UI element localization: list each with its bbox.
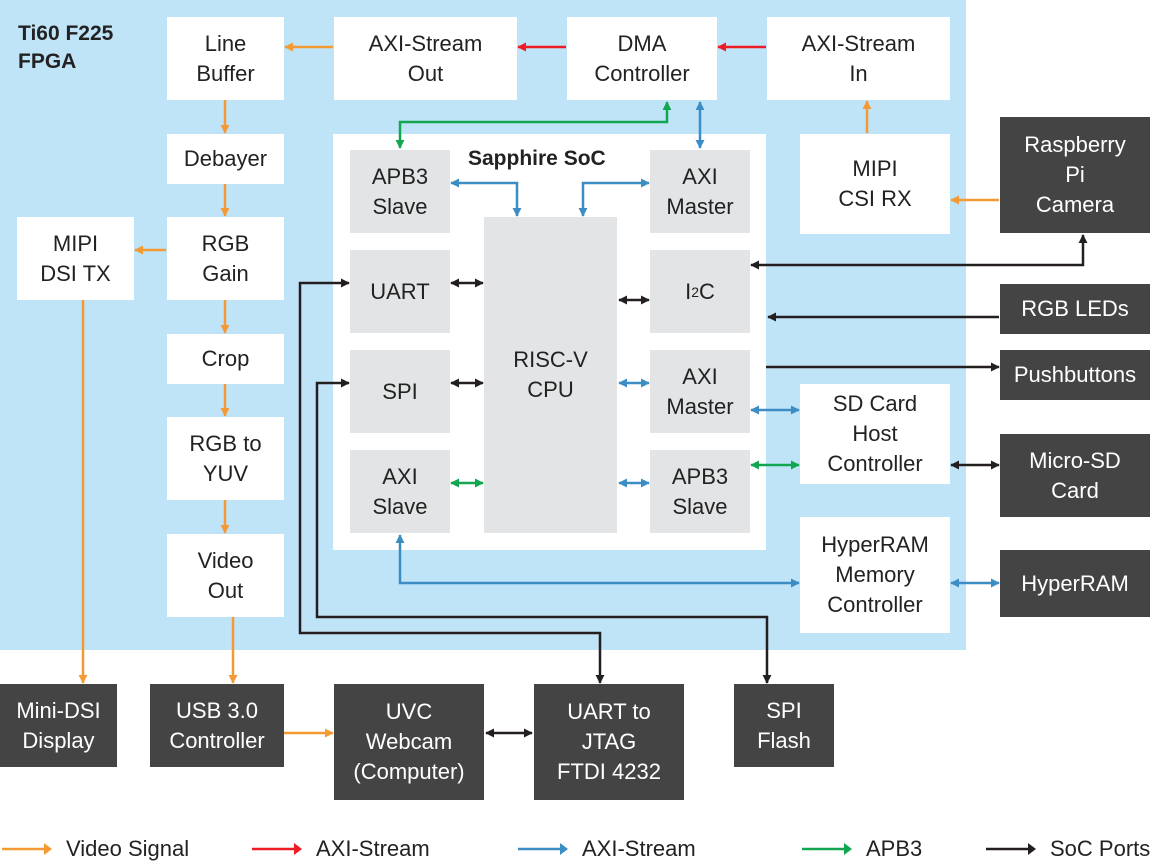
soc-title: Sapphire SoC <box>468 147 606 170</box>
video-out-block: Video Out <box>167 534 284 617</box>
mini-dsi-display-block: Mini-DSI Display <box>0 684 117 767</box>
axi-stream-out-block: AXI-Stream Out <box>334 17 517 100</box>
arrow-axi-slave-hyperram-controller <box>395 534 800 588</box>
uvc-webcam-block: UVC Webcam (Computer) <box>334 684 484 800</box>
crop-block: Crop <box>167 334 284 384</box>
mipi-csi-rx-block: MIPI CSI RX <box>800 134 950 234</box>
arrow-dma-apb3-slave <box>395 101 672 149</box>
hyperram-block: HyperRAM <box>1000 550 1150 617</box>
axi-master-top-block: AXI Master <box>650 150 750 233</box>
micro-sd-card-block: Micro-SD Card <box>1000 434 1150 517</box>
dma-controller-block: DMA Controller <box>567 17 717 100</box>
arrow-apb3-slave-cpu <box>450 178 522 217</box>
arrow-spi-to-flash <box>315 378 772 684</box>
apb3-slave-top-block: APB3 Slave <box>350 150 450 233</box>
usb-3-controller-block: USB 3.0 Controller <box>150 684 284 767</box>
i2c-label-superscript: 2 <box>691 283 700 300</box>
spi-flash-block: SPI Flash <box>734 684 834 767</box>
legend-axi-stream-blue-label: AXI-Stream <box>582 836 696 861</box>
arrow-uart-to-jtag <box>298 278 605 684</box>
legend-soc-ports-label: SoC Ports <box>1050 836 1151 861</box>
uart-to-jtag-block: UART to JTAG FTDI 4232 <box>534 684 684 800</box>
legend-video-signal-label: Video Signal <box>66 836 190 861</box>
sd-card-host-controller-block: SD Card Host Controller <box>800 384 950 484</box>
debayer-block: Debayer <box>167 134 284 184</box>
axi-stream-in-block: AXI-Stream In <box>767 17 950 100</box>
rgb-to-yuv-block: RGB to YUV <box>167 417 284 500</box>
legend-axi-stream-red-label: AXI-Stream <box>316 836 430 861</box>
legend-apb3-label: APB3 <box>866 836 923 861</box>
arrow-i2c-camera <box>750 234 1088 270</box>
line-buffer-block: Line Buffer <box>167 17 284 100</box>
fpga-title: Ti60 F225 FPGA <box>18 22 114 73</box>
mipi-dsi-tx-block: MIPI DSI TX <box>17 217 134 300</box>
rgb-gain-block: RGB Gain <box>167 217 284 300</box>
i2c-label-prefix: I <box>685 278 692 304</box>
pushbuttons-block: Pushbuttons <box>1000 350 1150 400</box>
rgb-leds-block: RGB LEDs <box>1000 284 1150 334</box>
i2c-label-suffix: C <box>699 278 715 304</box>
hyperram-memory-controller-block: HyperRAM Memory Controller <box>800 517 950 633</box>
raspberry-pi-camera-block: Raspberry Pi Camera <box>1000 117 1150 233</box>
arrow-cpu-axi-master <box>578 178 650 217</box>
